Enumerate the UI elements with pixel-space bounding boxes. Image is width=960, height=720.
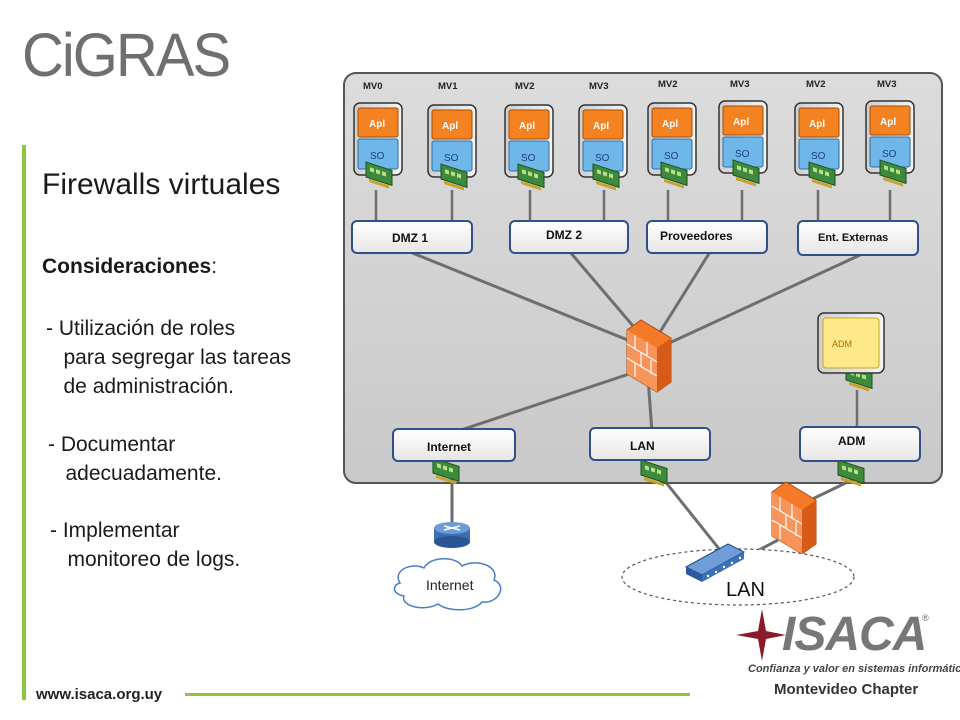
zone-label: DMZ 1	[392, 231, 428, 245]
os-label: SO	[735, 149, 750, 160]
bottom-switch-label: Internet	[427, 440, 471, 454]
internet-cloud: Internet	[393, 558, 502, 611]
internet-cloud-label: Internet	[426, 577, 474, 593]
vm-box: Apl SO	[718, 100, 768, 174]
bullet-roles: - Utilización de roles para segregar las…	[46, 317, 292, 398]
app-label: Apl	[733, 117, 749, 128]
subtitle-colon: :	[211, 255, 218, 278]
isaca-chapter: Montevideo Chapter	[774, 681, 919, 698]
zone-label: DMZ 2	[546, 228, 582, 242]
vm-label: MV3	[589, 81, 609, 92]
isaca-registered-mark: ®	[922, 613, 929, 623]
vm-box: Apl SO	[794, 102, 844, 176]
accent-bar-horizontal	[185, 693, 690, 696]
os-label: SO	[811, 151, 826, 162]
app-label: Apl	[593, 121, 609, 132]
vm-box: Apl SO	[865, 100, 915, 174]
host-panel	[343, 72, 943, 484]
app-label: Apl	[880, 117, 896, 128]
vm-label: MV2	[658, 79, 678, 90]
vm-links	[374, 190, 892, 430]
vm-label: MV3	[730, 79, 750, 90]
vm-box: Apl SO	[353, 102, 403, 176]
isaca-wordmark: ISACA	[782, 608, 927, 661]
bottom-switch: Internet	[392, 428, 516, 462]
zone-switch: DMZ 1	[351, 220, 473, 254]
os-label: SO	[595, 153, 610, 164]
vm-label: MV3	[877, 79, 897, 90]
os-label: SO	[521, 153, 536, 164]
app-label: Apl	[662, 119, 678, 130]
lan-segment: LAN	[621, 548, 855, 606]
accent-bar-vertical	[22, 145, 26, 700]
vm-box: Apl SO	[647, 102, 697, 176]
vm-label: MV2	[806, 79, 826, 90]
subtitle-text: Consideraciones	[42, 255, 212, 278]
bottom-switch-label: LAN	[630, 439, 655, 453]
zone-switch: Ent. Externas	[797, 220, 919, 256]
site-url: www.isaca.org.uy	[36, 686, 163, 703]
zone-links	[409, 250, 861, 562]
vm-label: MV0	[363, 81, 383, 92]
app-label: Apl	[809, 119, 825, 130]
slide-subtitle: Consideraciones:	[42, 255, 217, 279]
vm-label: MV1	[438, 81, 458, 92]
zone-label: Proveedores	[660, 229, 733, 243]
cigras-logo-text: CiGRAS	[22, 21, 231, 90]
slide-title: Firewalls virtuales	[42, 168, 281, 201]
isaca-logo: ISACA ® Confianza y valor en sistemas in…	[732, 605, 960, 705]
isaca-tagline: Confianza y valor en sistemas informátic…	[748, 663, 960, 675]
os-label: SO	[444, 153, 459, 164]
adm-vm-label: ADM	[832, 339, 852, 349]
os-label: SO	[882, 149, 897, 160]
bottom-switch-label: ADM	[838, 434, 865, 448]
router-icon	[434, 522, 470, 548]
isaca-star-icon	[736, 609, 786, 661]
bottom-switch: LAN	[589, 427, 711, 461]
app-label: Apl	[369, 119, 385, 130]
vm-box: Apl SO	[578, 104, 628, 178]
vm-labels: MV0 MV1 MV2 MV3 MV2 MV3 MV2 MV3	[363, 79, 897, 92]
app-label: Apl	[442, 121, 458, 132]
perimeter-firewall-icon	[771, 481, 817, 555]
lan-switch-icon	[684, 543, 746, 582]
lan-label: LAN	[726, 579, 765, 601]
bullet-monitoring: - Implementar monitoreo de logs.	[50, 519, 241, 571]
app-label: Apl	[519, 121, 535, 132]
zone-switch: Proveedores	[646, 220, 768, 254]
vm-box: Apl SO	[504, 104, 554, 178]
bottom-switch: ADM	[799, 426, 921, 462]
adm-vm-box: ADM	[817, 312, 885, 374]
bottom-switches: Internet LAN ADM	[392, 426, 921, 462]
vm-label: MV2	[515, 81, 535, 92]
zone-switches: DMZ 1 DMZ 2 Proveedores Ent. Externas	[351, 220, 919, 256]
bullet-document: - Documentar adecuadamente.	[48, 433, 222, 485]
zone-switch: DMZ 2	[509, 220, 629, 254]
cigras-logo: CiGRAS	[22, 20, 231, 90]
zone-label: Ent. Externas	[818, 232, 888, 244]
os-label: SO	[664, 151, 679, 162]
os-label: SO	[370, 151, 385, 162]
vm-box: Apl SO	[427, 104, 477, 178]
